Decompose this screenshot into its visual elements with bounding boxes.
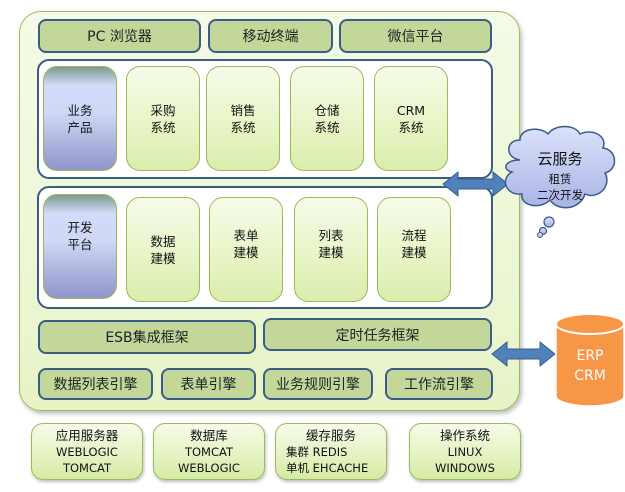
module-data-modeling[interactable]: 数据建模: [126, 197, 200, 302]
infra-title: 操作系统: [439, 427, 490, 443]
system-label: 系统: [314, 119, 340, 135]
cloud-line-1: 租赁: [549, 172, 572, 186]
engine-label: 工作流引擎: [404, 377, 474, 393]
module-label: 建模: [233, 244, 259, 260]
infra-title: 应用服务器: [55, 427, 119, 443]
engine-label: 表单引擎: [180, 377, 237, 393]
engine-form[interactable]: 表单引擎: [161, 368, 256, 400]
engine-data-list[interactable]: 数据列表引擎: [38, 368, 153, 400]
module-label: 数据: [150, 233, 176, 249]
system-label: CRM: [396, 102, 426, 118]
erp-label: ERP: [576, 348, 603, 364]
system-warehouse[interactable]: 仓储系统: [290, 66, 364, 171]
infra-os[interactable]: 操作系统 LINUX WINDOWS: [409, 423, 521, 480]
module-label: 列表: [318, 227, 344, 243]
erp-double-arrow: [491, 340, 556, 368]
system-label: 销售: [230, 102, 256, 118]
engine-workflow[interactable]: 工作流引擎: [385, 368, 493, 400]
platform-label-2: 平台: [67, 236, 93, 252]
infra-line: 单机 EHCACHE: [286, 460, 369, 475]
system-sales[interactable]: 销售系统: [206, 66, 280, 171]
infra-line: WINDOWS: [435, 460, 495, 475]
product-label-1: 业务: [67, 102, 93, 118]
system-label: 仓储: [314, 102, 340, 118]
framework-scheduler[interactable]: 定时任务框架: [263, 318, 492, 351]
module-label: 流程: [401, 227, 427, 243]
framework-label: 定时任务框架: [335, 327, 420, 344]
system-purchase[interactable]: 采购系统: [126, 66, 200, 171]
infra-app-server[interactable]: 应用服务器 WEBLOGIC TOMCAT: [31, 423, 143, 480]
infra-title: 数据库: [190, 427, 228, 443]
channel-pc-browser[interactable]: PC 浏览器: [38, 19, 201, 53]
business-product-box[interactable]: 业务产品: [43, 66, 117, 171]
cloud-title: 云服务: [537, 150, 582, 168]
module-label: 表单: [233, 227, 259, 243]
infra-database[interactable]: 数据库 TOMCAT WEBLOGIC: [153, 423, 265, 480]
system-label: 系统: [150, 119, 176, 135]
module-label: 建模: [318, 244, 344, 260]
system-label: 系统: [398, 119, 424, 135]
channel-wechat[interactable]: 微信平台: [339, 19, 492, 53]
module-list-modeling[interactable]: 列表建模: [294, 197, 368, 302]
infra-title: 缓存服务: [305, 427, 356, 443]
cloud-line-2: 二次开发: [537, 188, 583, 202]
product-label-2: 产品: [67, 119, 93, 135]
module-label: 建模: [401, 244, 427, 260]
engine-label: 数据列表引擎: [53, 377, 138, 393]
system-label: 系统: [230, 119, 256, 135]
engine-business-rules[interactable]: 业务规则引擎: [263, 368, 373, 400]
infra-line: TOMCAT: [184, 444, 234, 459]
crm-label: CRM: [574, 368, 606, 384]
channel-label: 移动终端: [242, 29, 299, 45]
channel-label: PC 浏览器: [87, 29, 152, 45]
cloud-service-icon: [504, 125, 616, 238]
dev-platform-box[interactable]: 开发平台: [43, 194, 117, 299]
module-form-modeling[interactable]: 表单建模: [209, 197, 283, 302]
channel-label: 微信平台: [387, 29, 444, 45]
infra-line: WEBLOGIC: [56, 444, 118, 459]
infra-line: WEBLOGIC: [178, 460, 240, 475]
module-flow-modeling[interactable]: 流程建模: [377, 197, 451, 302]
infra-cache[interactable]: 缓存服务 集群 REDIS 单机 EHCACHE: [275, 423, 387, 480]
infra-line: 集群 REDIS: [286, 444, 348, 459]
engine-label: 业务规则引擎: [276, 377, 360, 393]
system-label: 采购: [150, 102, 176, 118]
external-database-icon: [555, 313, 625, 407]
framework-esb[interactable]: ESB集成框架: [38, 320, 256, 354]
module-label: 建模: [150, 250, 176, 266]
infra-line: LINUX: [447, 444, 483, 459]
framework-label: ESB集成框架: [105, 330, 189, 346]
channel-mobile[interactable]: 移动终端: [208, 19, 333, 53]
platform-label-1: 开发: [67, 219, 93, 235]
cloud-double-arrow: [442, 170, 509, 198]
infra-line: TOMCAT: [62, 460, 112, 475]
